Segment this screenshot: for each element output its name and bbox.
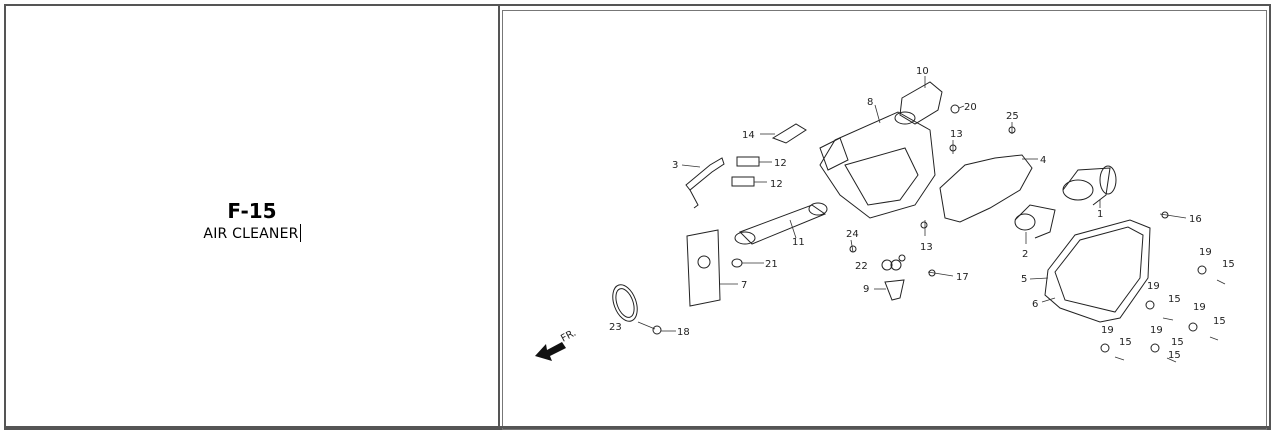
text-cursor bbox=[299, 224, 301, 242]
callout-label: 15 bbox=[1222, 259, 1235, 270]
callout-label: 17 bbox=[956, 272, 969, 283]
callout-label: 22 bbox=[855, 261, 868, 272]
screw-part bbox=[920, 221, 928, 229]
callout-label: 1 bbox=[1097, 209, 1103, 220]
intake-duct-part bbox=[734, 202, 828, 245]
clamp-part bbox=[612, 284, 638, 322]
callout-label: 12 bbox=[770, 179, 783, 190]
callout-label: 2 bbox=[1022, 249, 1028, 260]
callout-label: 15 bbox=[1213, 316, 1226, 327]
bottom-tick bbox=[375, 426, 376, 430]
bolt-part bbox=[637, 321, 676, 335]
callout-label: 19 bbox=[1147, 281, 1160, 292]
filter-element-part bbox=[1062, 165, 1117, 208]
callout-label: 3 bbox=[672, 160, 678, 171]
callout-label: 15 bbox=[1119, 337, 1132, 348]
callout-label: 10 bbox=[916, 66, 929, 77]
callout-label: 23 bbox=[609, 322, 622, 333]
bolt-part bbox=[1008, 126, 1016, 134]
section-code: F-15 bbox=[227, 199, 277, 223]
bottom-rule bbox=[4, 426, 1271, 428]
bottom-tick bbox=[497, 426, 498, 430]
washer-bolt-set bbox=[1100, 265, 1226, 363]
callout-label: 13 bbox=[920, 242, 933, 253]
outer-cover-part bbox=[1029, 219, 1151, 323]
bracket-part bbox=[681, 157, 725, 209]
callout-label: 19 bbox=[1150, 325, 1163, 336]
title-cell: F-15 AIR CLEANER bbox=[4, 4, 500, 430]
callout-label: 12 bbox=[774, 158, 787, 169]
callout-label: 15 bbox=[1168, 294, 1181, 305]
callout-label: 19 bbox=[1193, 302, 1206, 313]
seal-part bbox=[939, 154, 1033, 223]
nut-part bbox=[950, 104, 960, 114]
ring-part bbox=[731, 258, 743, 268]
o-ring-part bbox=[890, 259, 902, 271]
front-direction-label: FR. bbox=[559, 328, 578, 345]
air-cleaner-case-part bbox=[819, 104, 936, 219]
callout-label: 19 bbox=[1101, 325, 1114, 336]
screw-part bbox=[949, 144, 957, 152]
callout-label: 8 bbox=[867, 97, 873, 108]
callout-label: 9 bbox=[863, 284, 869, 295]
bolt-part bbox=[849, 245, 857, 253]
callout-label: 6 bbox=[1032, 299, 1038, 310]
callout-label: 4 bbox=[1040, 155, 1046, 166]
callout-label: 5 bbox=[1021, 274, 1027, 285]
callout-label: 19 bbox=[1199, 247, 1212, 258]
bolt-part bbox=[928, 269, 936, 277]
callout-label: 13 bbox=[950, 129, 963, 140]
section-name-row: AIR CLEANER bbox=[4, 224, 500, 242]
callout-label: 25 bbox=[1006, 111, 1019, 122]
o-ring-part bbox=[898, 254, 906, 262]
callout-label: 15 bbox=[1171, 337, 1184, 348]
clip-part bbox=[771, 123, 807, 144]
callout-label: 16 bbox=[1189, 214, 1202, 225]
cover-plate-part bbox=[686, 229, 738, 307]
pad-part bbox=[731, 176, 755, 187]
drain-tube-part bbox=[884, 279, 905, 301]
snorkel-part bbox=[894, 76, 943, 125]
o-ring-part bbox=[881, 259, 893, 271]
callout-label: 7 bbox=[741, 280, 747, 291]
callout-label: 14 bbox=[742, 130, 755, 141]
callout-label: 11 bbox=[792, 237, 805, 248]
callout-label: 20 bbox=[964, 102, 977, 113]
callout-label: 24 bbox=[846, 229, 859, 240]
pad-part bbox=[736, 156, 760, 167]
bolt-part bbox=[1161, 211, 1169, 219]
filter-element-part bbox=[1014, 204, 1056, 244]
front-direction-arrow bbox=[535, 342, 566, 361]
section-name: AIR CLEANER bbox=[203, 226, 299, 242]
callout-label: 21 bbox=[765, 259, 778, 270]
callout-label: 18 bbox=[677, 327, 690, 338]
callout-label: 15 bbox=[1168, 350, 1181, 361]
